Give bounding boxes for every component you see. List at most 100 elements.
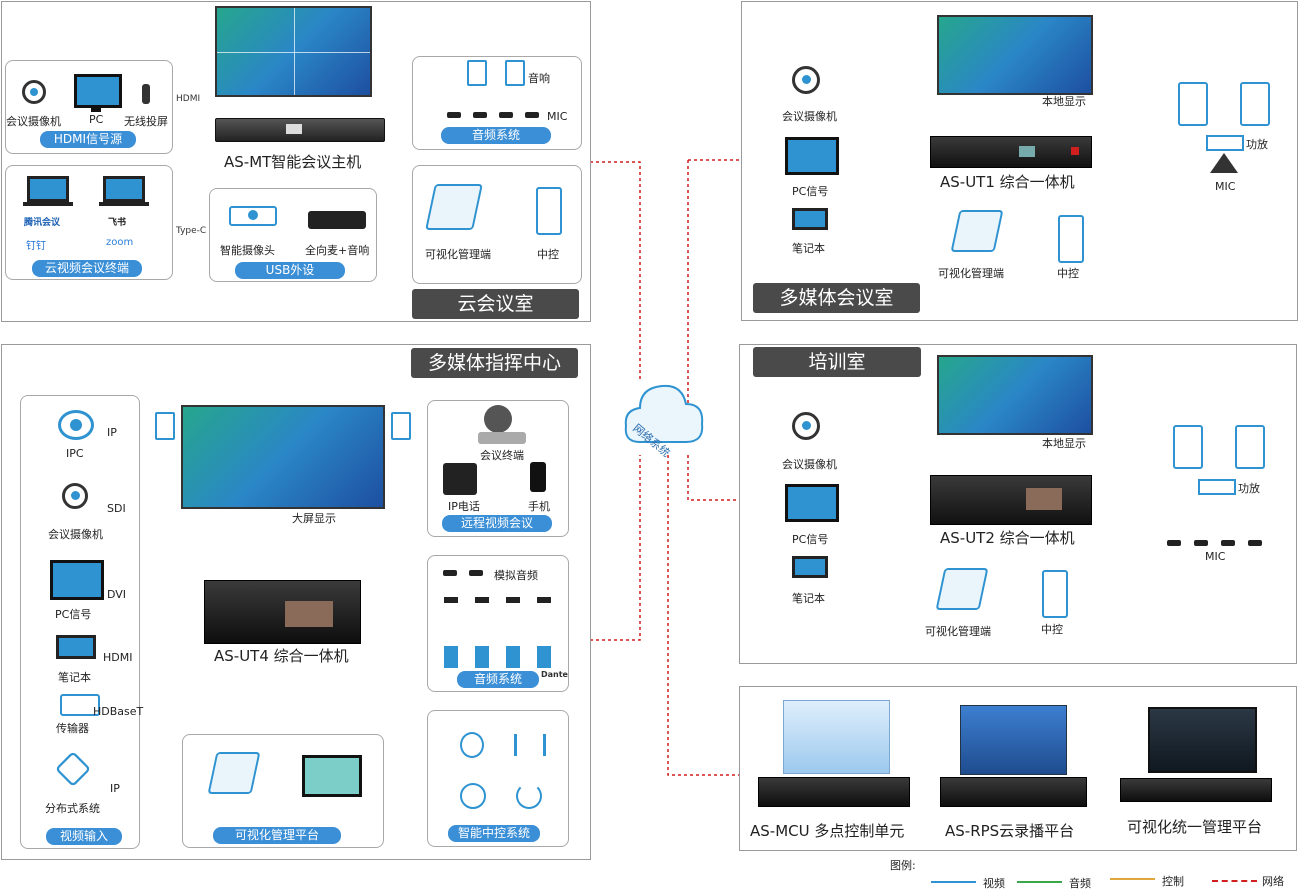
tablet-icon bbox=[425, 184, 483, 230]
big-screen-label: 大屏显示 bbox=[292, 512, 336, 525]
dante-label: Dante bbox=[541, 670, 568, 679]
legend-item: 控制 bbox=[1162, 875, 1184, 888]
network-cloud-icon bbox=[622, 380, 706, 458]
mic-icon bbox=[473, 112, 487, 118]
transmitter-icon bbox=[60, 694, 100, 716]
power-icon bbox=[516, 783, 542, 809]
as-ut4-device bbox=[204, 580, 361, 644]
input-link: IP bbox=[107, 426, 117, 439]
hdmi-source-item: 会议摄像机 bbox=[6, 115, 61, 128]
unified-mgmt-rack bbox=[1120, 778, 1272, 802]
mic-icon bbox=[1167, 540, 1181, 546]
mic-array bbox=[444, 597, 556, 603]
zoom-logo: zoom bbox=[106, 237, 134, 248]
laptop-base bbox=[99, 202, 149, 206]
mgmt-label: 可视化管理端 bbox=[925, 625, 991, 638]
legend-title: 图例: bbox=[890, 859, 916, 872]
as-ut2-label: AS-UT2 综合一体机 bbox=[940, 529, 1075, 547]
monitor-icon bbox=[302, 755, 362, 797]
usb-label: USB外设 bbox=[235, 262, 345, 279]
speaker-icon bbox=[155, 412, 175, 440]
dpad-icon bbox=[460, 783, 486, 809]
hdmi-link-label: HDMI bbox=[176, 94, 201, 104]
tablet-icon bbox=[935, 568, 989, 610]
speaker-icon bbox=[1173, 425, 1203, 469]
as-ut1-label: AS-UT1 综合一体机 bbox=[940, 173, 1075, 191]
mic-label: MIC bbox=[1205, 550, 1226, 563]
mgmt-label: 可视化管理端 bbox=[425, 248, 491, 261]
dingtalk-logo: 钉钉 bbox=[26, 241, 46, 252]
unified-mgmt-screen bbox=[1148, 707, 1257, 773]
platform-label: AS-RPS云录播平台 bbox=[945, 822, 1075, 840]
input-link: SDI bbox=[107, 502, 126, 515]
as-ut4-label: AS-UT4 综合一体机 bbox=[214, 647, 349, 665]
camera-label: 会议摄像机 bbox=[782, 458, 837, 471]
conference-terminal-icon bbox=[484, 405, 512, 433]
local-display-label: 本地显示 bbox=[1042, 95, 1086, 108]
local-display bbox=[937, 15, 1093, 95]
cloud-room-title: 云会议室 bbox=[412, 289, 579, 319]
amplifier-icon bbox=[1198, 479, 1236, 495]
camera-icon bbox=[22, 80, 46, 104]
mic-icon bbox=[447, 112, 461, 118]
input-link: DVI bbox=[107, 588, 127, 601]
speaker-icon bbox=[1240, 82, 1270, 126]
terminal-label: 会议终端 bbox=[480, 449, 524, 462]
ipc-icon bbox=[58, 410, 94, 440]
platform-label: 可视化管理平台 bbox=[213, 827, 341, 844]
pc-monitor-icon bbox=[785, 484, 839, 522]
vc-terminal-label: 云视频会议终端 bbox=[32, 260, 142, 277]
speaker-row bbox=[444, 646, 556, 668]
laptop-icon bbox=[27, 176, 69, 202]
ip-phone-label: IP电话 bbox=[448, 500, 480, 513]
legend-item: 网络 bbox=[1262, 875, 1284, 888]
input-label: 会议摄像机 bbox=[48, 528, 103, 541]
speaker-icon bbox=[505, 60, 525, 86]
mic-icon bbox=[1248, 540, 1262, 546]
laptop-base bbox=[23, 202, 73, 206]
big-screen bbox=[181, 405, 385, 509]
feishu-logo: 飞书 bbox=[108, 218, 127, 228]
analog-audio-label: 模拟音频 bbox=[494, 569, 538, 582]
mcu-screen bbox=[783, 700, 890, 774]
light-icon bbox=[460, 732, 484, 758]
legend-network-line bbox=[1212, 880, 1257, 882]
speaker-icon bbox=[1178, 82, 1208, 126]
video-wall bbox=[215, 6, 372, 97]
ctrl-label: 中控 bbox=[1041, 623, 1063, 636]
ctrl-label: 中控 bbox=[1057, 267, 1079, 280]
mic-icon bbox=[443, 570, 457, 576]
smart-control-label: 智能中控系统 bbox=[448, 825, 540, 842]
platform-label: 可视化统一管理平台 bbox=[1127, 818, 1263, 836]
camera-icon bbox=[62, 483, 88, 509]
pc-monitor-icon bbox=[74, 74, 122, 108]
tencent-meeting-logo: 腾讯会议 bbox=[24, 218, 61, 228]
tablet-icon bbox=[950, 210, 1004, 252]
command-audio-label: 音频系统 bbox=[457, 671, 539, 688]
smart-camera-icon bbox=[229, 206, 277, 226]
laptop-icon bbox=[103, 176, 145, 202]
speakerphone-icon bbox=[308, 211, 366, 229]
typec-link-label: Type-C bbox=[176, 226, 207, 236]
as-mt-host-device bbox=[215, 118, 385, 142]
remote-control-icon bbox=[1042, 570, 1068, 618]
ip-phone-icon bbox=[443, 463, 477, 495]
input-label: IPC bbox=[66, 447, 84, 460]
command-audio-box bbox=[427, 555, 569, 692]
input-label: 分布式系统 bbox=[45, 802, 100, 815]
training-room-title: 培训室 bbox=[753, 347, 921, 377]
mic-icon bbox=[499, 112, 513, 118]
remote-control-icon bbox=[536, 187, 562, 235]
as-ut1-device bbox=[930, 136, 1092, 168]
ctrl-label: 中控 bbox=[537, 248, 559, 261]
legend-item: 音频 bbox=[1069, 877, 1091, 890]
mic-icon bbox=[525, 112, 539, 118]
wireless-dongle-icon bbox=[142, 84, 150, 104]
command-center-title: 多媒体指挥中心 bbox=[411, 348, 578, 378]
video-input-box bbox=[20, 395, 140, 849]
laptop-icon bbox=[792, 556, 828, 578]
usb-item: 全向麦+音响 bbox=[305, 244, 370, 257]
rps-screen bbox=[960, 705, 1067, 775]
tablet-icon bbox=[207, 752, 261, 794]
local-display bbox=[937, 355, 1093, 435]
